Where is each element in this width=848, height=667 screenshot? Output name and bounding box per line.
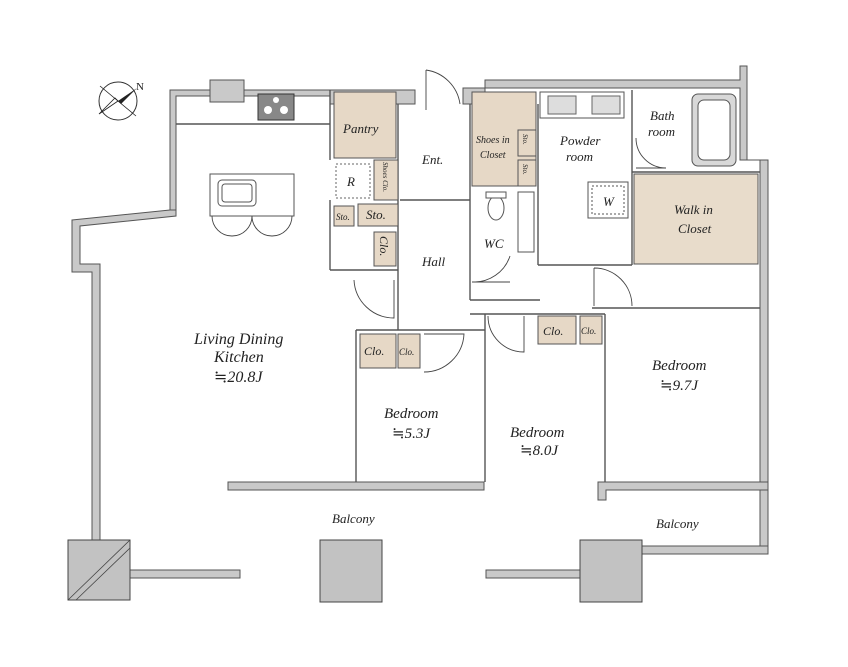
hall-label: Hall bbox=[421, 254, 446, 269]
bedroom-3-door[interactable] bbox=[593, 267, 633, 307]
sto-small-label: Sto. bbox=[336, 212, 350, 222]
bath-room: Bath room bbox=[648, 93, 737, 167]
bedroom-3: Bedroom ≒9.7J bbox=[652, 358, 707, 394]
shoes-sto-a: Sto. bbox=[517, 129, 537, 157]
washer: W bbox=[587, 181, 629, 219]
shoes-clo-label: Shoes Clo. bbox=[381, 162, 389, 192]
entrance-door[interactable] bbox=[425, 69, 461, 110]
sto-shoes-a-label: Sto. bbox=[521, 134, 529, 145]
hall-door[interactable] bbox=[353, 279, 395, 319]
shoes-in-closet-label-1: Shoes in bbox=[476, 135, 510, 146]
storage: Sto. bbox=[357, 203, 399, 227]
refrigerator-label: R bbox=[346, 174, 355, 189]
powder-room-label-1: Powder bbox=[559, 133, 601, 148]
bedroom-1-area: ≒5.3J bbox=[392, 426, 431, 442]
bath-room-label-2: room bbox=[648, 124, 675, 139]
clo-hall-label: Clo. bbox=[377, 236, 391, 256]
clo-bed1-a-label: Clo. bbox=[364, 344, 384, 358]
balcony-right-label: Balcony bbox=[656, 516, 699, 531]
ldk-area: ≒20.8J bbox=[214, 369, 263, 386]
sto-shoes-b-label: Sto. bbox=[521, 164, 529, 175]
compass-north-label: N bbox=[136, 81, 144, 93]
balcony-left-label: Balcony bbox=[332, 511, 375, 526]
bedroom-2-door[interactable] bbox=[487, 315, 525, 353]
interior-walls bbox=[176, 90, 760, 482]
wc-label: WC bbox=[484, 236, 504, 251]
wc: WC bbox=[484, 191, 535, 253]
living-dining-kitchen: Living Dining Kitchen ≒20.8J bbox=[193, 331, 283, 386]
walk-in-closet: Walk in Closet bbox=[633, 173, 759, 265]
ldk-label-1: Living Dining bbox=[193, 331, 283, 348]
balcony-left: Balcony bbox=[332, 511, 375, 526]
clo-bed1-b-label: Clo. bbox=[399, 347, 414, 357]
bedroom-2: Clo. Clo. Bedroom ≒8.0J bbox=[510, 315, 603, 459]
pantry-label: Pantry bbox=[342, 121, 379, 136]
walk-in-closet-label-2: Closet bbox=[678, 221, 712, 236]
wc-door[interactable] bbox=[471, 255, 511, 283]
pantry: Pantry bbox=[333, 91, 397, 159]
storage-small: Sto. bbox=[333, 205, 355, 227]
structural-columns bbox=[67, 539, 643, 603]
bedroom-2-area: ≒8.0J bbox=[520, 443, 559, 459]
balcony-right: Balcony bbox=[656, 516, 699, 531]
bedroom-3-label: Bedroom bbox=[652, 358, 707, 374]
walk-in-closet-label-1: Walk in bbox=[674, 202, 713, 217]
bath-room-label-1: Bath bbox=[650, 108, 675, 123]
clo-bed2-a-label: Clo. bbox=[543, 324, 563, 338]
bedroom-1: Clo. Clo. Bedroom ≒5.3J bbox=[359, 333, 439, 442]
washer-label: W bbox=[603, 194, 615, 209]
kitchen-counter bbox=[209, 173, 295, 237]
entrance-label: Ent. bbox=[421, 152, 443, 167]
outer-walls bbox=[71, 65, 769, 579]
shoes-sto-b: Sto. bbox=[517, 159, 537, 187]
sto-label: Sto. bbox=[366, 207, 386, 222]
ldk-label-2: Kitchen bbox=[213, 349, 264, 366]
compass-icon: N bbox=[98, 81, 144, 121]
bedroom-3-area: ≒9.7J bbox=[660, 378, 699, 394]
clo-bed2-b-label: Clo. bbox=[581, 326, 596, 336]
shoes-in-closet-label-2: Closet bbox=[480, 150, 506, 161]
cooktop-icon bbox=[257, 93, 295, 121]
powder-room: Powder room bbox=[539, 91, 625, 164]
powder-room-label-2: room bbox=[566, 149, 593, 164]
bedroom-1-label: Bedroom bbox=[384, 406, 439, 422]
shoes-clo: Shoes Clo. bbox=[373, 159, 399, 201]
bedroom-1-door[interactable] bbox=[423, 333, 465, 373]
hall-closet: Clo. bbox=[373, 231, 397, 267]
refrigerator: R bbox=[335, 163, 371, 199]
bedroom-2-label: Bedroom bbox=[510, 425, 565, 441]
bath-door[interactable] bbox=[635, 137, 667, 169]
